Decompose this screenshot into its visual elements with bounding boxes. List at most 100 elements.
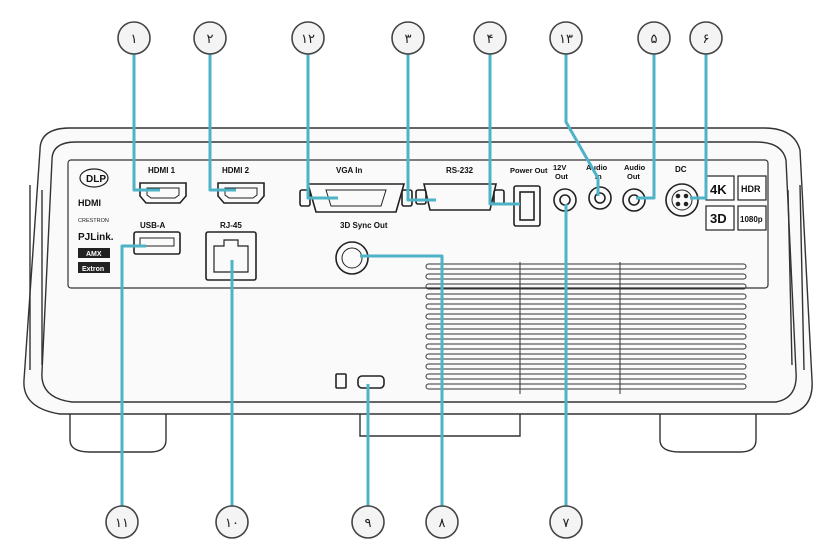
hdmi1-label: HDMI 1 — [148, 166, 176, 175]
callout-circle-7 — [549, 505, 583, 539]
callout-number-5: ۵ — [651, 32, 658, 47]
pjlink-logo-text: PJLink. — [78, 232, 114, 243]
callout-number-2: ٢ — [207, 32, 214, 47]
badge-hdr: HDR — [741, 184, 761, 194]
audio-in-jack — [588, 186, 612, 210]
callout-line-4 — [488, 52, 520, 206]
extron-logo-box — [78, 262, 110, 273]
sync3d-port — [335, 241, 369, 275]
side-vent-right — [787, 184, 805, 371]
callout-number-6: ۶ — [703, 32, 710, 47]
audio-out-label-line1: Audio — [624, 163, 646, 172]
power-out-usb-port — [513, 185, 541, 227]
vent-slat — [425, 283, 747, 290]
projector-body — [23, 127, 813, 453]
callout-line-2 — [208, 52, 236, 192]
vent-slat — [425, 363, 747, 370]
callout-number-10: ١٠ — [225, 516, 239, 531]
vga-port — [306, 183, 406, 213]
v12-label-line2: Out — [555, 172, 568, 181]
callout-number-12: ١٢ — [301, 32, 315, 47]
callout-number-3: ٣ — [405, 32, 412, 47]
vga-label: VGA In — [336, 166, 362, 175]
dc-label: DC — [675, 165, 687, 174]
callout-circle-2 — [193, 21, 227, 55]
vent-slat — [425, 353, 747, 360]
callouts — [105, 21, 723, 539]
badge-4k: 4K — [710, 182, 727, 197]
vent-slat — [425, 373, 747, 380]
vent-slat — [425, 313, 747, 320]
badge-1080p-box — [737, 205, 767, 231]
callout-numbers: ١ ٢ ١٢ ٣ ۴ ١٣ ۵ ۶ ١١ ١٠ ٩ ٨ ٧ — [115, 32, 709, 531]
vent-slat — [425, 383, 747, 390]
vent-grille — [425, 262, 747, 394]
usb-a-label: USB-A — [140, 221, 166, 230]
callout-line-5 — [636, 52, 656, 200]
vent-slat — [425, 303, 747, 310]
callout-circle-5 — [637, 21, 671, 55]
callout-number-1: ١ — [131, 32, 138, 47]
vent-slat — [425, 263, 747, 270]
callout-line-8 — [360, 254, 444, 508]
badge-hdr-box — [737, 175, 767, 201]
callout-line-6 — [690, 52, 708, 200]
callout-lines — [120, 52, 708, 508]
audio-out-label-line2: Out — [627, 172, 640, 181]
amx-logo-box — [78, 248, 110, 258]
feature-badges: 4K HDR 3D 1080p — [705, 175, 767, 231]
callout-circle-3 — [391, 21, 425, 55]
audio-out-jack — [622, 188, 646, 212]
callout-circle-9 — [351, 505, 385, 539]
badge-3d-box — [705, 205, 735, 231]
kensington-slot — [357, 375, 385, 389]
vent-slat — [425, 333, 747, 340]
callout-circle-4 — [473, 21, 507, 55]
v12-label-line1: 12V — [553, 163, 566, 172]
callout-line-12 — [306, 52, 338, 200]
logo-column: DLP HDMI CRESTRON PJLink. AMX Extron — [78, 168, 114, 273]
callout-number-8: ٨ — [439, 516, 446, 531]
callout-line-13 — [564, 52, 600, 196]
callout-number-9: ٩ — [365, 516, 372, 531]
badge-3d: 3D — [710, 211, 727, 226]
foot-left — [69, 414, 167, 453]
side-vent-left — [29, 185, 43, 370]
hdmi1-port — [139, 182, 187, 204]
callout-circle-10 — [215, 505, 249, 539]
dlp-logo — [79, 168, 109, 188]
callout-number-4: ۴ — [487, 32, 494, 47]
hdmi-logo-text: HDMI — [78, 198, 101, 208]
port-panel — [67, 159, 769, 289]
vent-slat — [425, 293, 747, 300]
callout-line-3 — [406, 52, 436, 202]
sync3d-label: 3D Sync Out — [340, 221, 388, 230]
callout-line-1 — [132, 52, 160, 192]
audio-in-label-line1: Audio — [586, 163, 608, 172]
usb-a-port — [133, 231, 181, 255]
amx-logo-text: AMX — [86, 251, 102, 258]
callout-number-7: ٧ — [563, 516, 570, 531]
vent-slat — [425, 323, 747, 330]
crestron-logo-text: CRESTRON — [78, 218, 109, 224]
callout-circle-1 — [117, 21, 151, 55]
rj45-label: RJ-45 — [220, 221, 242, 230]
vent-slat — [425, 343, 747, 350]
hdmi2-port — [217, 182, 265, 204]
callout-circle-13 — [549, 21, 583, 55]
callout-circle-6 — [689, 21, 723, 55]
callout-circle-11 — [105, 505, 139, 539]
dc-port — [665, 183, 699, 217]
badge-4k-box — [705, 175, 735, 201]
extron-logo-text: Extron — [82, 266, 104, 273]
vent-slat — [425, 273, 747, 280]
port-labels: HDMI 1 HDMI 2 VGA In RS-232 Power Out 12… — [140, 163, 687, 230]
callout-circle-8 — [425, 505, 459, 539]
callout-number-13: ١٣ — [559, 32, 573, 47]
callout-circle-12 — [291, 21, 325, 55]
callout-line-11 — [120, 244, 146, 508]
foot-right — [659, 414, 757, 453]
callout-number-11: ١١ — [115, 516, 129, 531]
